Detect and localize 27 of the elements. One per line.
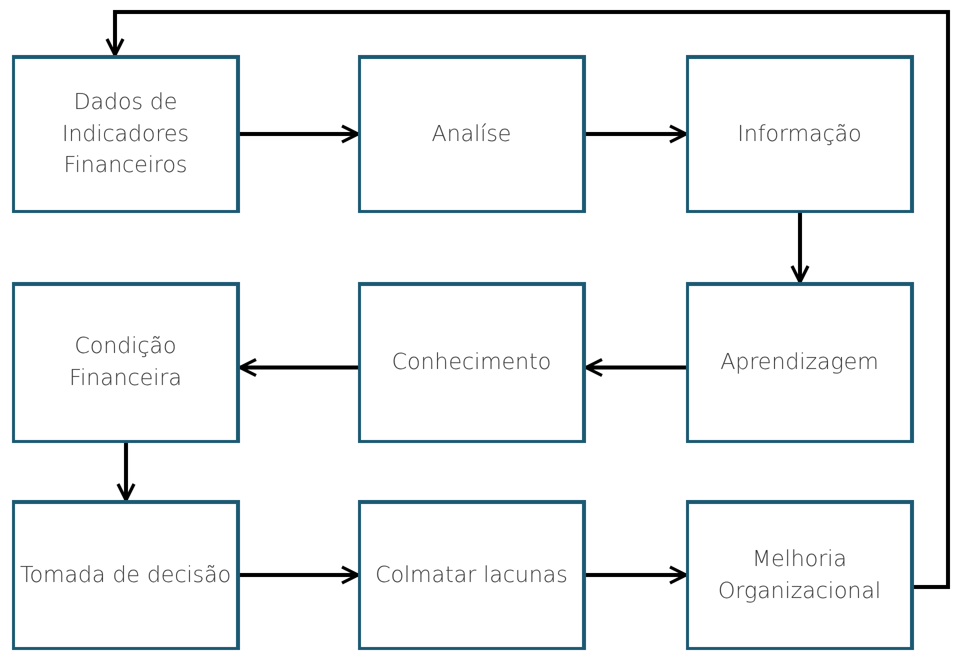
box-label: Conhecimento [392, 349, 552, 378]
process-box [358, 500, 586, 650]
process-box [12, 55, 240, 213]
arrow [586, 565, 688, 585]
process-box [686, 55, 914, 213]
box-label: Aprendizagem [720, 349, 879, 378]
arrow [238, 358, 358, 378]
arrow [240, 124, 360, 144]
process-box [686, 500, 914, 650]
process-box [686, 282, 914, 443]
box-label: Analíse [432, 120, 512, 149]
arrow [105, 10, 950, 589]
arrow [240, 565, 360, 585]
box-label: Informação [737, 120, 862, 149]
process-box [358, 55, 586, 213]
arrow [790, 213, 810, 284]
box-label: Colmatar lacunas [375, 562, 568, 590]
process-box [358, 282, 586, 443]
process-box [12, 282, 240, 443]
box-label: Tomada de decisão [20, 562, 232, 590]
arrow [584, 358, 686, 378]
box-label: Melhoria Organizacional [717, 546, 882, 606]
arrow [586, 124, 688, 144]
box-label: Condição Financeira [68, 333, 183, 393]
process-box [12, 500, 240, 650]
arrow [116, 443, 136, 502]
box-label: Dados de Indicadores Financeiros [60, 88, 190, 180]
